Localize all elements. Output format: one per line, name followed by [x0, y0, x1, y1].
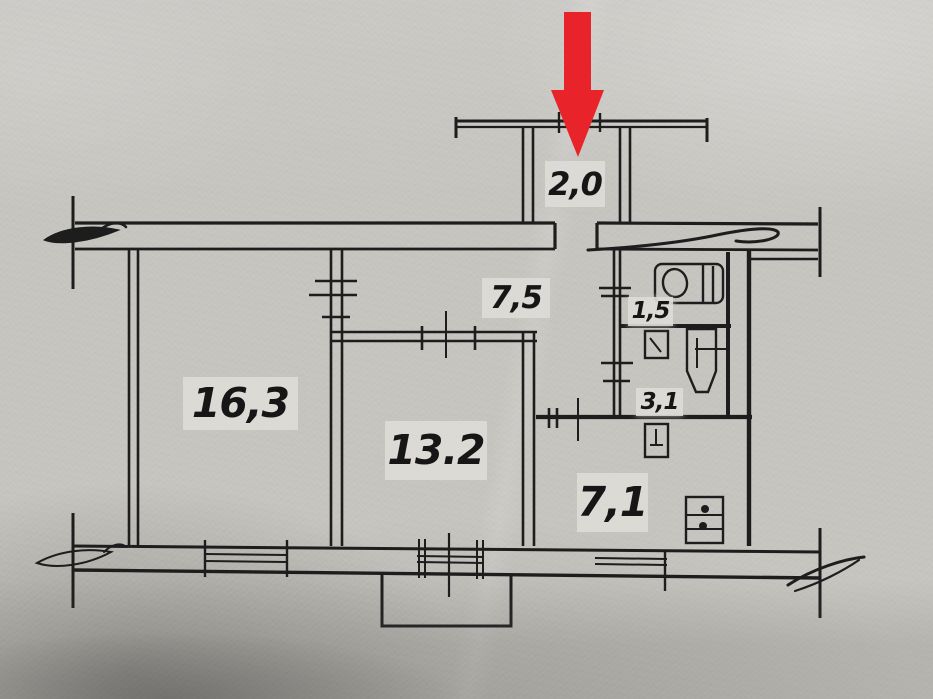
porch-outline	[380, 575, 513, 628]
entrance-arrow-icon	[551, 12, 604, 157]
paper-bottom-shadow	[0, 579, 933, 699]
wall-break-left-bottom	[34, 513, 126, 608]
exterior-wall-top	[75, 221, 819, 261]
room-label-bedroom: 13.2	[385, 421, 487, 480]
room-label-living-room: 16,3	[183, 377, 298, 430]
cistern-icon	[643, 329, 670, 360]
exterior-wall-bottom	[72, 533, 821, 597]
room-label-entrance-landing: 2,0	[545, 161, 605, 207]
wash-basin-icon	[653, 262, 725, 305]
wall-break-left-top	[42, 196, 128, 289]
wall-break-right-bottom	[786, 528, 866, 618]
wall-break-right-top	[586, 207, 822, 277]
room-label-bathroom: 3,1	[636, 388, 683, 416]
room-label-hallway: 7,5	[482, 278, 550, 318]
kitchen-sink-icon	[643, 422, 670, 459]
stove-icon	[684, 495, 725, 545]
interior-walls	[127, 250, 752, 546]
toilet-icon	[685, 327, 730, 394]
room-label-kitchen: 7,1	[577, 473, 648, 532]
room-label-toilet: 1,5	[628, 297, 673, 326]
